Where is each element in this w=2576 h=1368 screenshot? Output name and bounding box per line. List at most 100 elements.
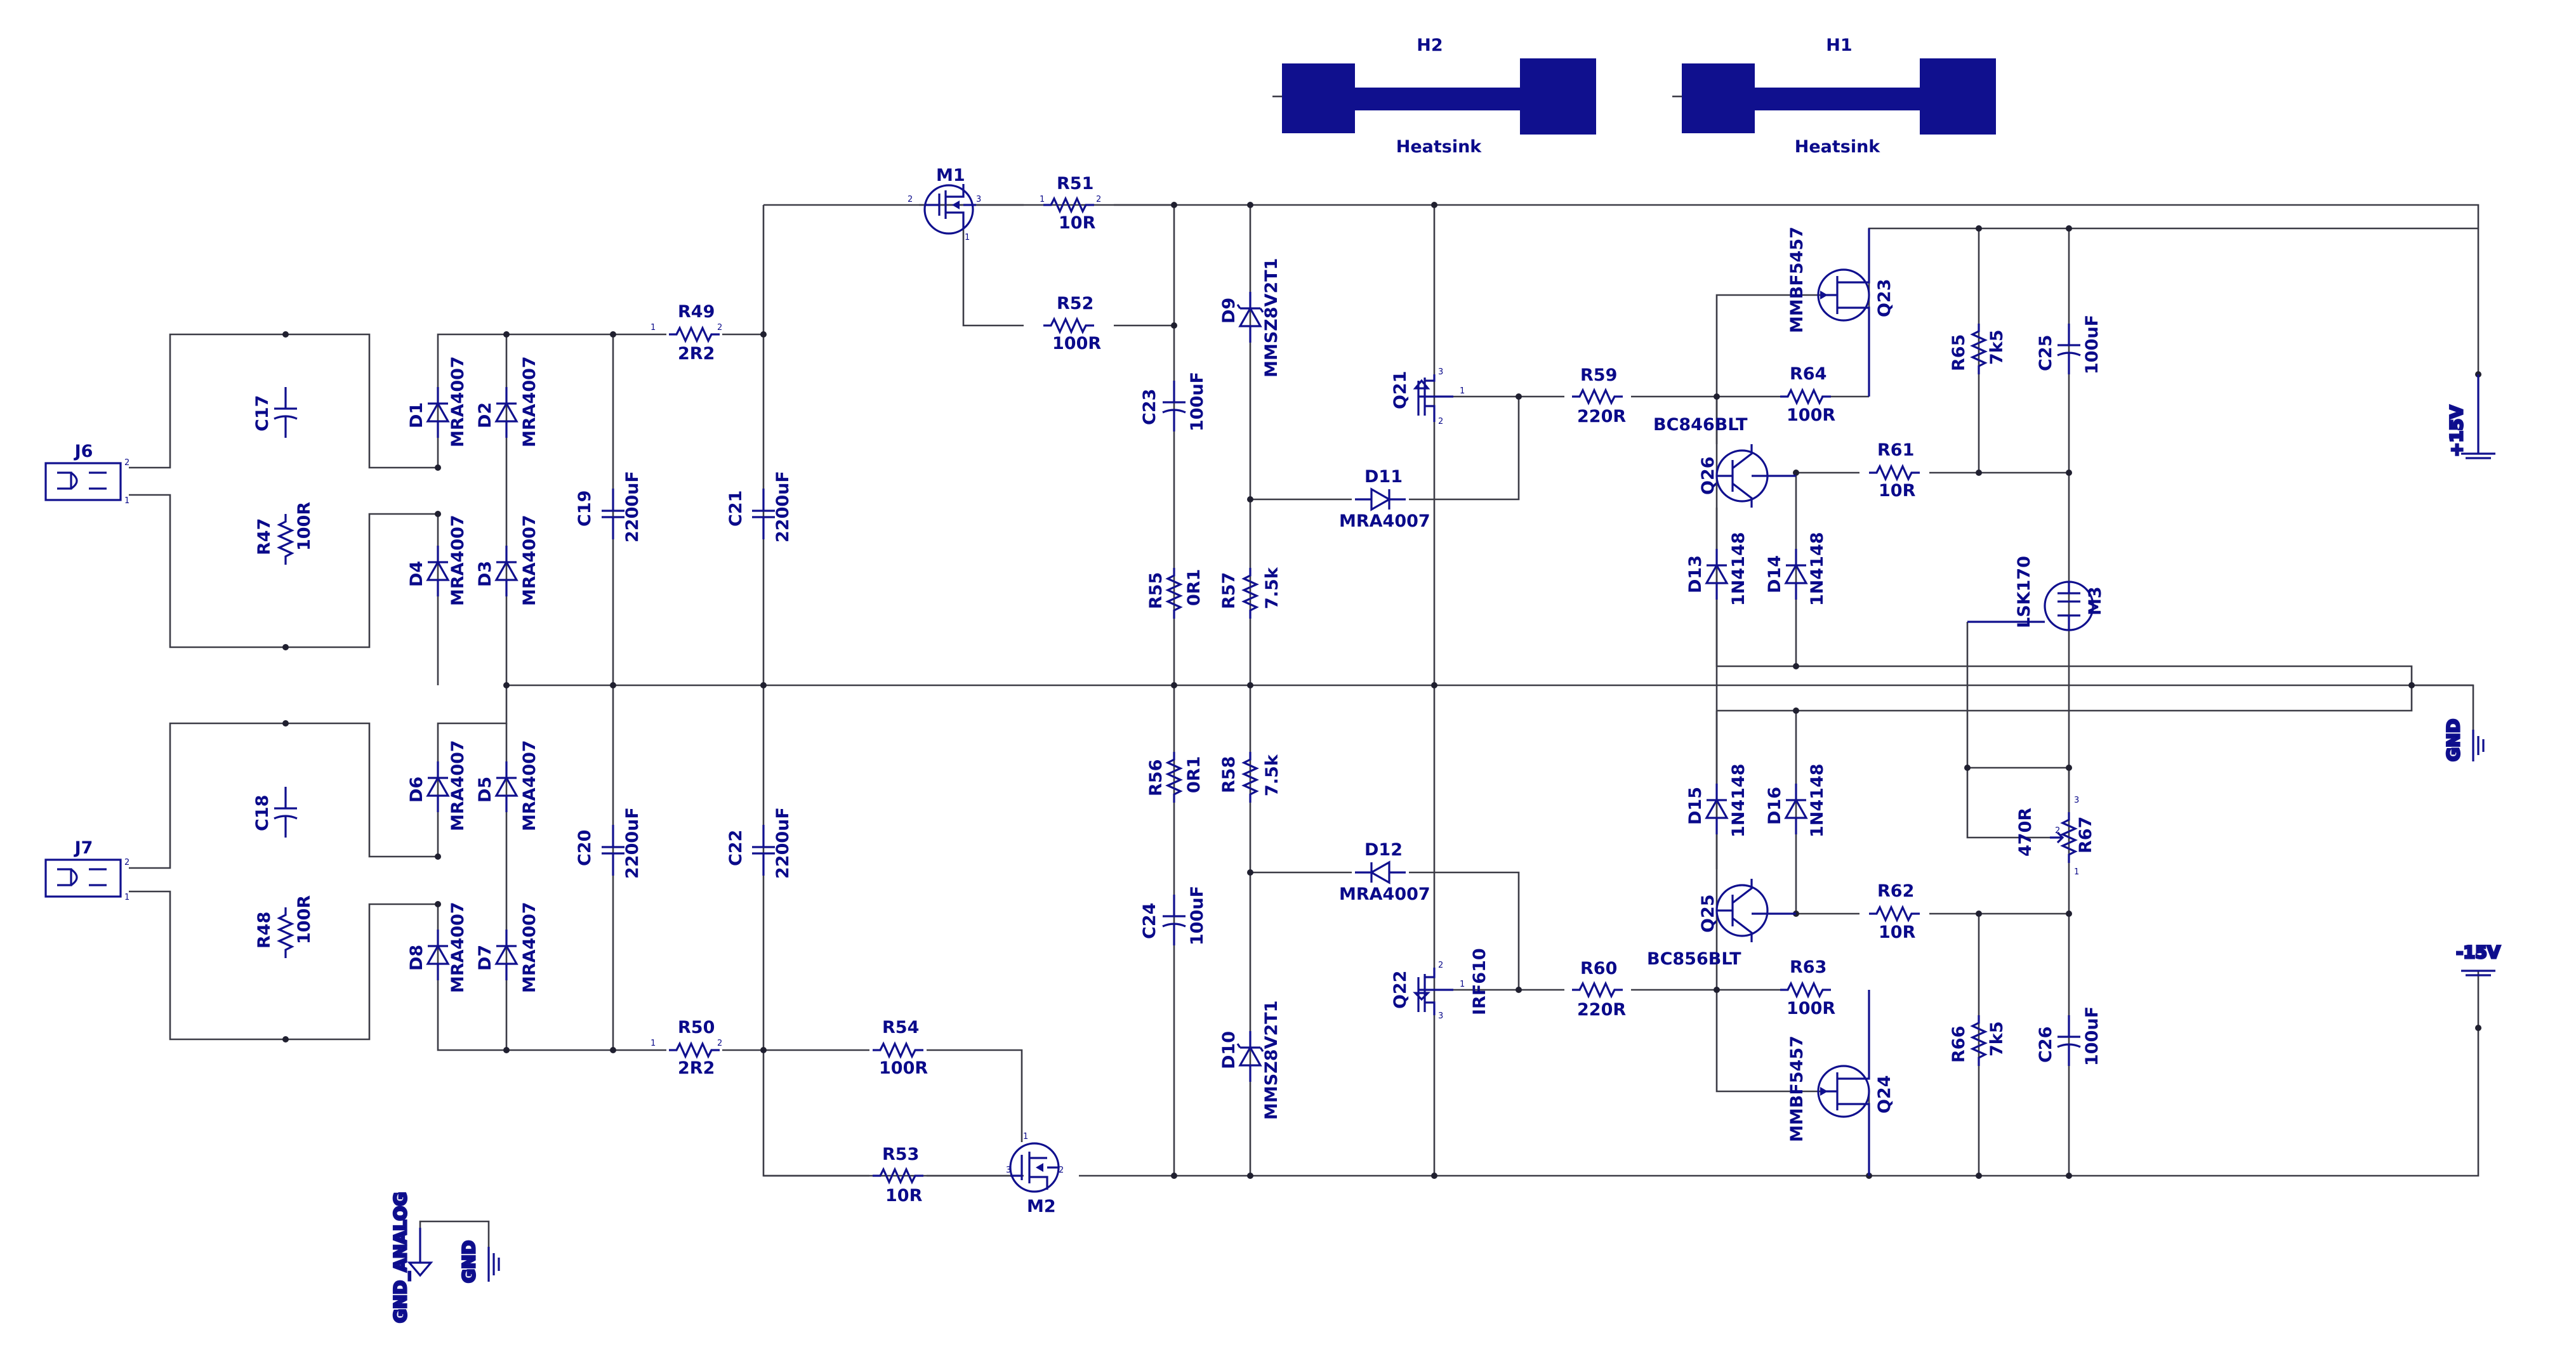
resistor-r53	[871, 1168, 925, 1183]
d6-value: MRA4007	[448, 740, 468, 831]
junctions	[282, 202, 2481, 1179]
resistor-r52	[1042, 318, 1095, 333]
r66-value: 7k5	[1987, 1021, 2007, 1056]
c17-ref: C17	[253, 395, 272, 431]
r64-ref: R64	[1790, 364, 1826, 384]
r54-value: 100R	[879, 1058, 928, 1078]
r60-ref: R60	[1580, 959, 1617, 978]
d8-value: MRA4007	[448, 902, 468, 993]
capacitor-c17	[273, 386, 298, 439]
heatsink-h1-ref: H1	[1826, 36, 1852, 55]
resistor-r67	[2061, 811, 2077, 864]
c20-ref: C20	[575, 830, 595, 866]
d6-ref: D6	[407, 777, 426, 803]
r56-value: 0R1	[1184, 756, 1204, 793]
d8-ref: D8	[407, 945, 426, 971]
power-port-gnd-analog-label: GND_ANALOG	[391, 1192, 411, 1323]
r55-value: 0R1	[1184, 569, 1204, 606]
q22-value: IRF610	[1470, 948, 1489, 1015]
d10-value: MMSZ8V2T1	[1262, 1001, 1281, 1120]
d15-ref: D15	[1686, 787, 1705, 825]
pin-label: 1	[1460, 386, 1465, 396]
power-port-minus15v: -15V	[2455, 942, 2502, 977]
c19-ref: C19	[575, 490, 595, 527]
resistor-r65	[1971, 322, 1986, 376]
r49-ref: R49	[678, 302, 715, 322]
d3-value: MRA4007	[520, 515, 539, 606]
d14-ref: D14	[1765, 555, 1785, 593]
c19-value: 2200uF	[623, 471, 642, 543]
resistor-r51	[1042, 197, 1095, 213]
r57-value: 7.5k	[1262, 567, 1282, 609]
power-port-plus15v: +15V	[2446, 374, 2495, 459]
c21-ref: C21	[726, 490, 746, 527]
d2-value: MRA4007	[520, 356, 539, 447]
r67-ref: R67	[2076, 817, 2096, 853]
r47-value: 100R	[294, 502, 314, 551]
pin-label: 1	[651, 1039, 656, 1048]
d14-value: 1N4148	[1807, 532, 1827, 606]
c18-ref: C18	[253, 795, 272, 831]
d7-value: MRA4007	[520, 902, 539, 993]
d12-value: MRA4007	[1339, 885, 1430, 904]
d15-value: 1N4148	[1729, 763, 1748, 838]
connector-j7: J7	[44, 838, 122, 898]
d10-ref: D10	[1219, 1031, 1239, 1069]
power-port-gnd-label: GND	[2444, 719, 2464, 761]
connector-j7-ref: J7	[74, 838, 93, 858]
c23-value: 100uF	[1187, 372, 1207, 431]
resistor-r50	[668, 1042, 721, 1058]
capacitor-c18	[273, 786, 298, 839]
pin-label: 2	[124, 858, 129, 867]
r48-ref: R48	[254, 912, 274, 949]
d1-value: MRA4007	[448, 356, 468, 447]
resistor-r60	[1571, 982, 1624, 997]
r56-ref: R56	[1146, 760, 1166, 796]
pin-label: 2	[717, 323, 722, 332]
heatsink-h1: H1 Heatsink	[1672, 36, 1996, 157]
power-port-gnd: GND	[2443, 718, 2485, 763]
r53-value: 10R	[885, 1186, 923, 1206]
d4-value: MRA4007	[448, 515, 468, 606]
c26-value: 100uF	[2082, 1006, 2102, 1066]
r54-ref: R54	[882, 1018, 919, 1037]
q24-ref: Q24	[1875, 1075, 1894, 1114]
r55-ref: R55	[1146, 572, 1166, 609]
r53-ref: R53	[882, 1145, 919, 1164]
r66-ref: R66	[1949, 1026, 1969, 1063]
q21-ref: Q21	[1390, 371, 1410, 409]
r58-ref: R58	[1219, 756, 1239, 793]
bjt-q25	[1715, 879, 1796, 942]
c22-value: 2200uF	[773, 807, 793, 879]
q23-value: MMBF5457	[1787, 227, 1807, 333]
r50-ref: R50	[678, 1018, 715, 1037]
d13-ref: D13	[1686, 555, 1705, 593]
power-port-minus15v-label: -15V	[2456, 943, 2500, 963]
c22-ref: C22	[726, 830, 746, 866]
d7-ref: D7	[475, 945, 495, 971]
q22-ref: Q22	[1390, 970, 1410, 1009]
connector-j6-ref: J6	[74, 442, 93, 461]
d11-ref: D11	[1364, 467, 1403, 487]
d11-value: MRA4007	[1339, 511, 1430, 531]
power-port-plus15v-label: +15V	[2447, 405, 2467, 457]
r63-ref: R63	[1790, 957, 1826, 977]
pin-label: 3	[976, 195, 981, 204]
pin-label: 1	[124, 893, 129, 902]
m3-value: LSK170	[2014, 556, 2034, 628]
connector-j6: J6	[44, 442, 122, 501]
resistor-r49	[668, 327, 721, 342]
r52-value: 100R	[1052, 334, 1101, 353]
resistor-r58	[1243, 751, 1258, 804]
heatsink-h2: H2 Heatsink	[1272, 36, 1596, 157]
r59-ref: R59	[1580, 365, 1617, 385]
pin-numbers: 2 1 2 1 1 2 1 2 2 3 1 1 2 3 1 2 1 3 2 1 …	[124, 195, 2079, 1175]
m3-ref: M3	[2085, 586, 2105, 615]
r50-value: 2R2	[678, 1058, 715, 1078]
pin-label: 1	[124, 496, 129, 506]
r61-value: 10R	[1879, 481, 1916, 501]
mosfet-m1	[923, 184, 976, 235]
d9-value: MMSZ8V2T1	[1262, 258, 1281, 378]
r47-ref: R47	[254, 518, 274, 555]
